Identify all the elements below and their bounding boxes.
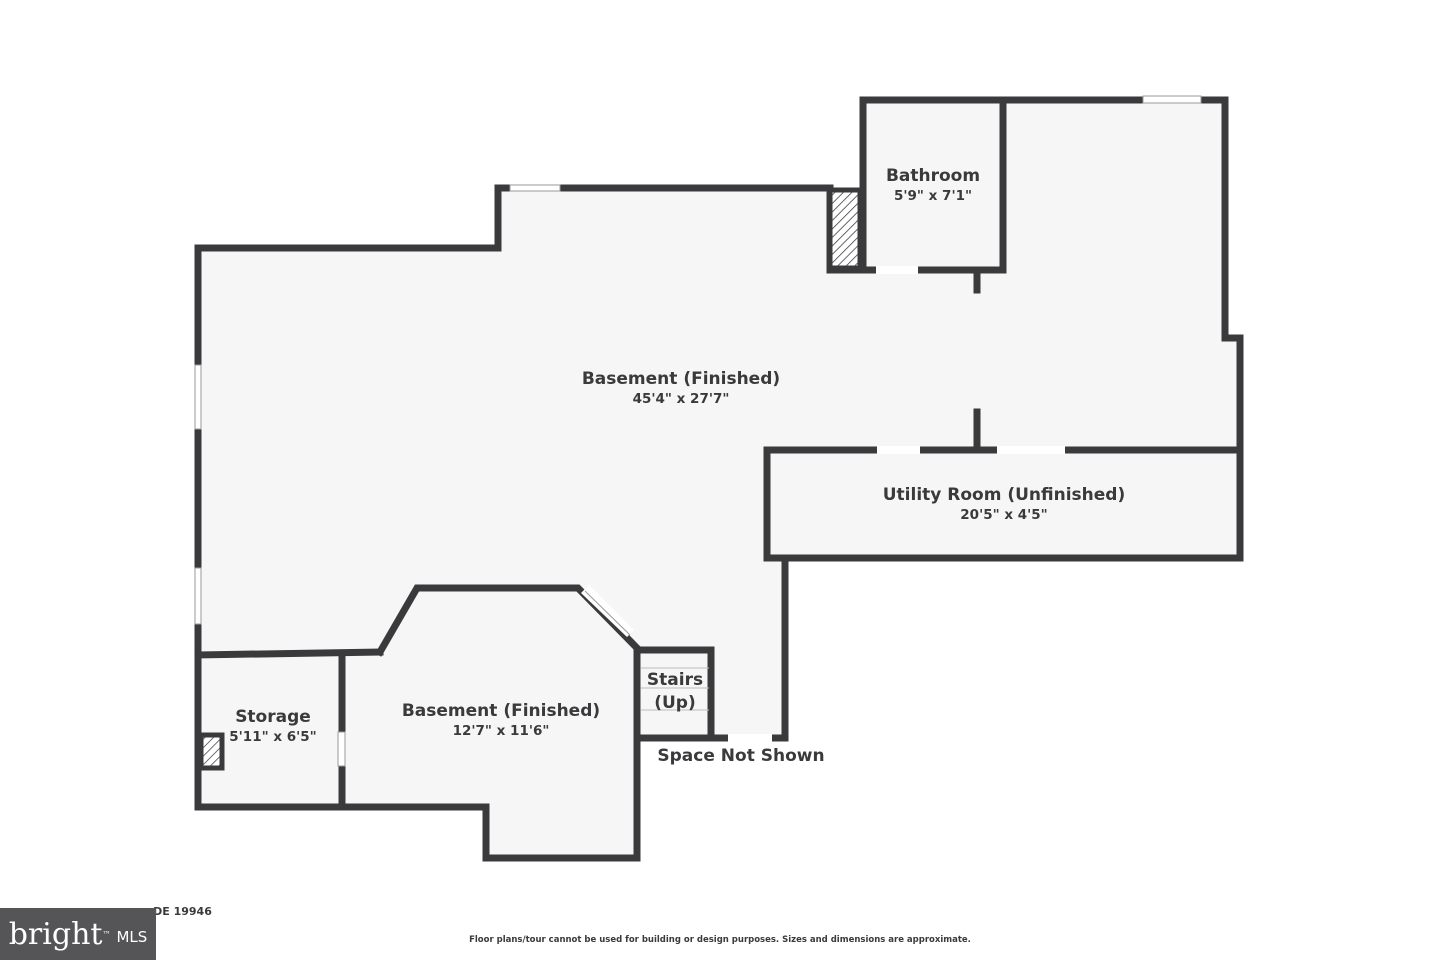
door-utility-right <box>997 446 1065 454</box>
room-name-small-basement: Basement (Finished) <box>402 701 600 721</box>
bathroom-floor <box>863 100 1003 270</box>
utility-floor <box>767 450 1240 558</box>
window-storage <box>337 731 346 767</box>
door-bathroom <box>876 266 918 274</box>
space-not-shown-label: Space Not Shown <box>657 746 824 766</box>
window-left-upper <box>194 364 202 430</box>
walls <box>194 96 1244 862</box>
room-dims-storage: 5'11" x 6'5" <box>229 729 316 745</box>
room-name-bathroom: Bathroom <box>886 166 980 186</box>
stairs-label-line2: (Up) <box>654 693 696 713</box>
floor-fill <box>198 100 1240 858</box>
room-dims-bathroom: 5'9" x 7'1" <box>894 188 972 204</box>
chimney-hatch-storage <box>198 732 225 771</box>
door-openings <box>581 266 1065 742</box>
stairs-floor <box>640 650 711 738</box>
window-left-lower <box>194 567 202 625</box>
room-dims-small-basement: 12'7" x 11'6" <box>453 723 550 739</box>
stair-treads <box>641 667 709 711</box>
trademark-mark: ™ <box>102 929 111 939</box>
stairs-label-line1: Stairs <box>647 670 703 690</box>
wall-outer-main <box>194 244 502 811</box>
bright-logo: bright <box>8 916 103 952</box>
mls-label: MLS <box>116 928 148 946</box>
storage-floor <box>198 655 341 807</box>
door-diagonal-line <box>584 590 631 636</box>
window-top-main <box>509 184 561 192</box>
chimney-hatch-top <box>827 187 863 271</box>
door-utility-left <box>877 446 920 454</box>
room-name-storage: Storage <box>235 707 311 727</box>
room-dims-main-basement: 45'4" x 27'7" <box>633 391 730 407</box>
door-space-notshown <box>728 734 772 742</box>
main-basement-floor <box>198 100 1240 738</box>
windows <box>194 95 1202 767</box>
room-dims-utility: 20'5" x 4'5" <box>960 507 1047 523</box>
wall-storage-top <box>194 648 384 659</box>
wall-space-notshown <box>634 554 789 742</box>
wall-bath-block <box>763 96 1244 562</box>
door-diagonal <box>581 585 634 637</box>
small-basement-floor <box>342 588 637 858</box>
wall-small-basement <box>338 584 641 862</box>
room-name-main-basement: Basement (Finished) <box>582 369 780 389</box>
room-name-utility: Utility Room (Unfinished) <box>883 485 1126 505</box>
room-labels: Bathroom 5'9" x 7'1" Basement (Finished)… <box>229 166 1125 766</box>
disclaimer-text: Floor plans/tour cannot be used for buil… <box>469 935 971 945</box>
wall-stairs <box>636 646 715 742</box>
window-top-right <box>1142 95 1202 104</box>
